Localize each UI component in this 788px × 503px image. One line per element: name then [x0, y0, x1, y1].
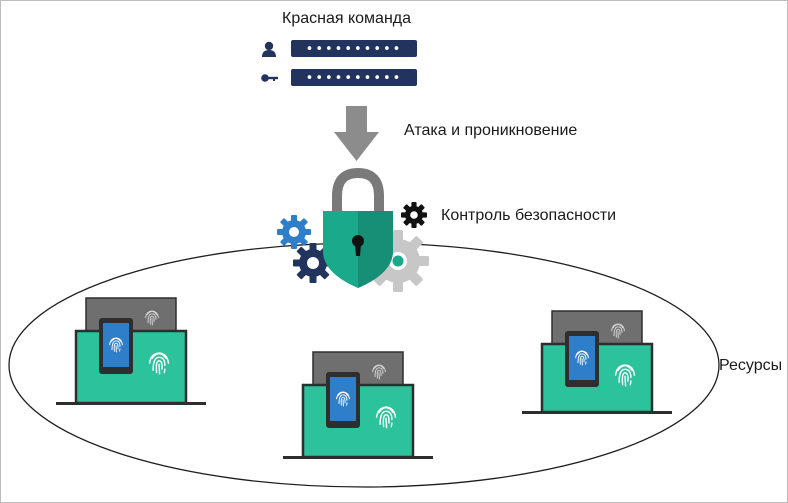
laptop-icon-2	[283, 351, 433, 459]
gear-icon-blue	[277, 215, 311, 249]
key-icon	[261, 74, 278, 82]
security-controls-label: Контроль безопасности	[441, 207, 617, 224]
attack-label: Атака и проникновение	[404, 122, 578, 139]
red-team-label: Красная команда	[282, 10, 412, 27]
laptop-icon-1	[56, 297, 206, 405]
arrow-down-icon	[334, 106, 379, 161]
laptop-icon-3	[522, 310, 672, 414]
password-mask: ••••••••••	[306, 71, 403, 86]
gear-icon-navy	[293, 243, 333, 283]
gear-icon-black	[401, 202, 427, 228]
login-field: ••••••••••	[291, 40, 417, 57]
password-field: ••••••••••	[291, 69, 417, 86]
user-icon	[262, 41, 276, 57]
resources-label: Ресурсы	[719, 357, 783, 374]
login-mask: ••••••••••	[306, 42, 403, 57]
padlock-shield-icon	[323, 167, 393, 288]
